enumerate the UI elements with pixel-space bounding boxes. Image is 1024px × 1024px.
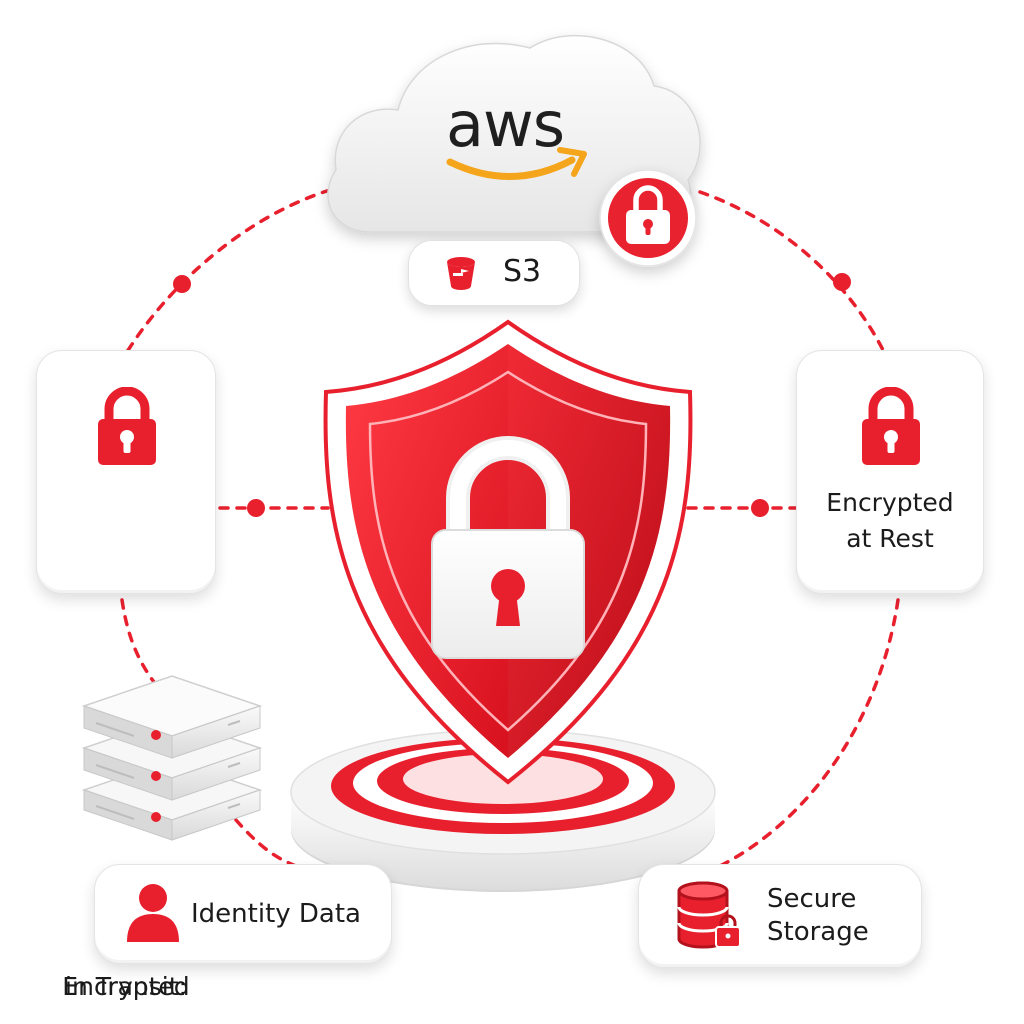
database-lock-icon [675, 881, 741, 955]
user-icon [125, 882, 181, 948]
aws-cloud [327, 35, 701, 233]
node-encrypted-at-rest: Encrypted at Rest [796, 350, 984, 594]
bucket-icon [443, 255, 479, 295]
storage-label: Secure Storage [767, 883, 869, 949]
storage-label-line1: Secure [767, 884, 857, 914]
aws-logo-text: aws [446, 88, 565, 161]
connector-cloud-right [698, 190, 890, 362]
transit-label-line2: in Transit: [65, 972, 187, 1001]
cloud-lock-badge [599, 169, 697, 267]
connector-dots [173, 273, 851, 517]
rest-label-line2: at Rest [846, 524, 934, 553]
lock-icon [858, 386, 924, 471]
server-unit [81, 675, 263, 759]
aws-smile [446, 156, 576, 180]
storage-label-line2: Storage [767, 917, 869, 947]
node-secure-storage: Secure Storage [638, 864, 922, 968]
transit-label-line1: Encrypted [62, 972, 190, 1001]
rest-label-line1: Encrypted [826, 488, 954, 517]
connector-cloud-left [120, 188, 332, 362]
node-encrypted-in-transit: Encrypted in Transit: [36, 350, 216, 1001]
shield-pedestal [290, 729, 716, 892]
server-stack-icon [81, 675, 263, 841]
identity-label: Identity Data [191, 899, 361, 929]
node-identity-data: Identity Data [94, 864, 392, 964]
connector-rest-storage [718, 598, 900, 868]
shield-lock-icon [323, 319, 693, 785]
aws-smile-arrow [557, 147, 587, 177]
lock-icon [94, 386, 160, 471]
connector-servers-identity [234, 818, 298, 868]
s3-badge: S3 [408, 240, 580, 306]
connector-transit-servers [120, 598, 162, 692]
s3-label: S3 [503, 254, 542, 289]
